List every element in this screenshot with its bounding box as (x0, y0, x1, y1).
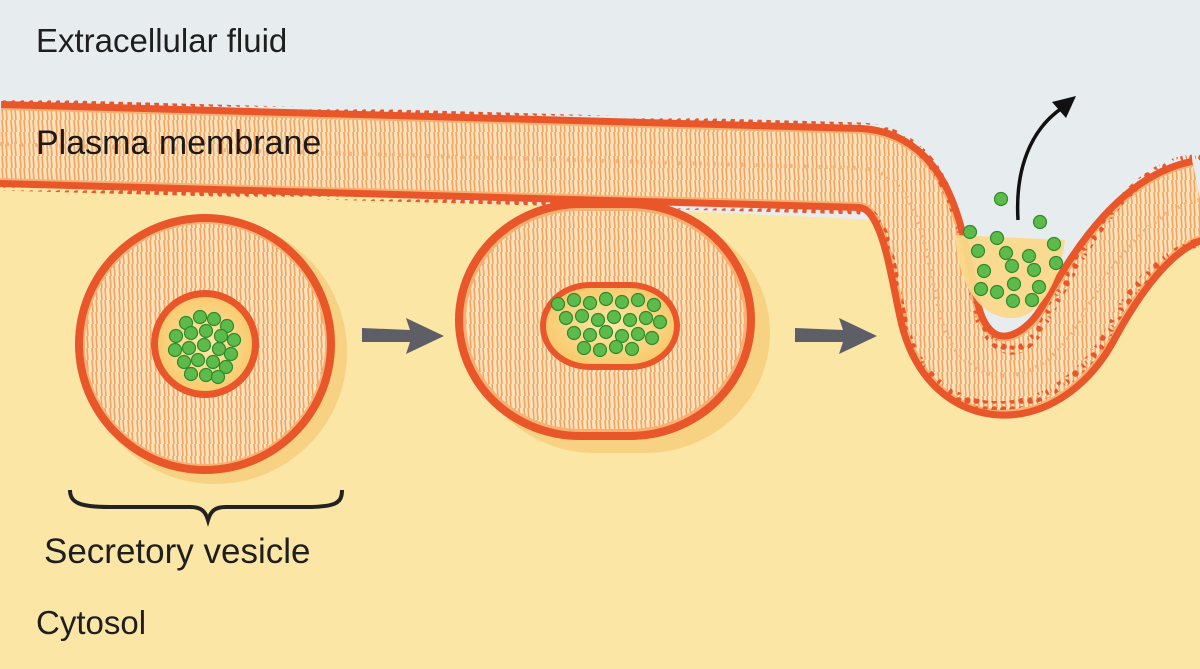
cargo-molecule (178, 356, 191, 369)
cargo-molecule (192, 354, 205, 367)
cargo-molecule (646, 332, 659, 345)
cargo-molecule (1033, 281, 1046, 294)
cargo-molecule (640, 312, 653, 325)
cargo-molecule (200, 325, 213, 338)
cargo-molecule (578, 342, 591, 355)
cargo-molecule (183, 342, 196, 355)
cargo-molecule (568, 327, 581, 340)
cargo-molecule (991, 286, 1004, 299)
cargo-molecule (185, 327, 198, 340)
cargo-molecule (964, 226, 977, 239)
cargo-molecule (1034, 216, 1047, 229)
cargo-molecule (1026, 294, 1039, 307)
cargo-molecule (584, 329, 597, 342)
cargo-molecule (1023, 250, 1036, 263)
cargo-molecule (654, 316, 667, 329)
cargo-molecule (995, 193, 1008, 206)
cargo-molecule (1000, 247, 1013, 260)
cargo-molecule (194, 311, 207, 324)
secretory-vesicle-label: Secretory vesicle (44, 534, 310, 569)
cargo-molecule (228, 334, 241, 347)
extracellular-fluid-label: Extracellular fluid (36, 24, 287, 57)
cargo-molecule (616, 296, 629, 309)
cargo-molecule (1007, 295, 1020, 308)
cargo-molecule (975, 283, 988, 296)
cargo-molecule (207, 356, 220, 369)
cargo-molecule (626, 343, 639, 356)
plasma-membrane-label: Plasma membrane (36, 126, 321, 160)
cargo-molecule (624, 314, 637, 327)
cargo-molecule (1050, 257, 1063, 270)
cargo-molecule (198, 339, 211, 352)
cargo-molecule (170, 330, 183, 343)
cargo-molecule (215, 330, 228, 343)
cargo-molecule (972, 245, 985, 258)
cargo-molecule (991, 232, 1004, 245)
cargo-molecule (610, 341, 623, 354)
cargo-molecule (600, 326, 613, 339)
cytosol-label: Cytosol (36, 606, 146, 639)
cargo-molecule (213, 343, 226, 356)
cargo-molecule (632, 328, 645, 341)
cargo-molecule (632, 294, 645, 307)
cargo-molecule (185, 368, 198, 381)
cargo-molecule (1048, 238, 1061, 251)
cargo-molecule (552, 298, 565, 311)
cargo-molecule (978, 265, 991, 278)
cargo-molecule (592, 314, 605, 327)
cargo-molecule (1028, 264, 1041, 277)
cargo-molecule (608, 311, 621, 324)
cargo-molecule (200, 369, 213, 382)
cargo-molecule (584, 297, 597, 310)
cargo-molecule (169, 344, 182, 357)
cargo-molecule (1008, 278, 1021, 291)
cargo-molecule (594, 344, 607, 357)
cargo-molecule (225, 348, 238, 361)
cargo-molecule (212, 371, 225, 384)
cargo-molecule (568, 294, 581, 307)
cargo-molecule (576, 310, 589, 323)
cargo-molecule (208, 313, 221, 326)
cargo-molecule (648, 299, 661, 312)
cargo-molecule (1006, 260, 1019, 273)
cargo-molecule (560, 312, 573, 325)
cargo-molecule (600, 293, 613, 306)
